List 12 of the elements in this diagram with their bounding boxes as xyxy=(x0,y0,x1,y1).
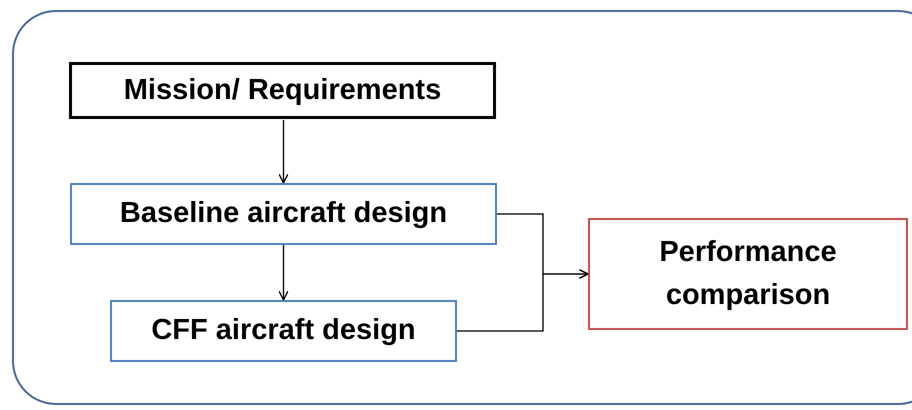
frame-box xyxy=(12,10,912,405)
arrow xyxy=(278,120,289,184)
process-box xyxy=(69,62,496,119)
process-box xyxy=(70,183,497,245)
process-box xyxy=(588,218,908,330)
arrow xyxy=(457,268,589,332)
box-label: Mission/ Requirements xyxy=(122,72,442,108)
box-label: CFF aircraft design xyxy=(150,313,417,348)
process-box xyxy=(110,300,457,362)
box-label: Performance comparison xyxy=(658,234,838,313)
arrow xyxy=(278,245,289,301)
box-label: Baseline aircraft design xyxy=(118,196,448,232)
